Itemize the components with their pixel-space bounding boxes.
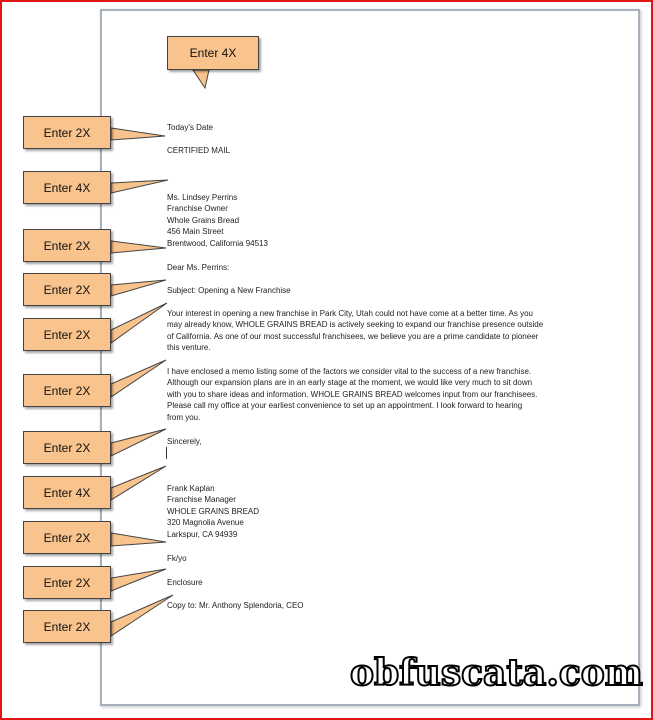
body-line: of California. As one of our most succes…: [167, 331, 539, 341]
copy-line: Copy to: Mr. Anthony Splendoria, CEO: [167, 601, 304, 610]
callout-7: Enter 2X: [23, 431, 111, 464]
callout-label: Enter 2X: [43, 238, 91, 253]
callout-1: Enter 2X: [23, 116, 111, 149]
callout-10: Enter 2X: [23, 566, 111, 599]
sender-line: Larkspur, CA 94939: [167, 529, 238, 539]
sender-line: Franchise Manager: [167, 495, 236, 505]
body-line: Although our expansion plans are in an e…: [167, 378, 533, 388]
watermark: obfuscata.com: [349, 651, 644, 695]
document-page: [100, 9, 640, 706]
callout-6: Enter 2X: [23, 374, 111, 407]
callout-5: Enter 2X: [23, 318, 111, 351]
body-paragraph-1: Your interest in opening a new franchise…: [167, 308, 543, 354]
callout-11: Enter 2X: [23, 610, 111, 643]
body-line: Please call my office at your earliest c…: [167, 401, 523, 411]
callout-8: Enter 4X: [23, 476, 111, 509]
callout-label: Enter 2X: [43, 125, 91, 140]
recipient-line: Brentwood, California 94513: [167, 238, 268, 248]
callout-label: Enter 2X: [43, 440, 91, 455]
body-line: Your interest in opening a new franchise…: [167, 309, 533, 318]
callout-label: Enter 2X: [43, 530, 91, 545]
enclosure-line: Enclosure: [167, 578, 203, 587]
callout-label: Enter 2X: [43, 282, 91, 297]
recipient-line: Ms. Lindsey Perrins: [167, 193, 238, 202]
body-line: this venture.: [167, 343, 211, 353]
body-line: I have enclosed a memo listing some of t…: [167, 367, 532, 376]
callout-top: Enter 4X: [167, 36, 259, 70]
text-cursor: [166, 447, 167, 459]
recipient-line: 456 Main Street: [167, 227, 224, 237]
body-line: may already know, WHOLE GRAINS BREAD is …: [167, 320, 544, 330]
callout-label: Enter 4X: [43, 180, 91, 195]
initials: Fk/yo: [167, 554, 187, 563]
salutation: Dear Ms. Perrins:: [167, 263, 230, 272]
callout-4: Enter 2X: [23, 273, 111, 306]
sender-line: 320 Magnolia Avenue: [167, 518, 244, 528]
sender-line: WHOLE GRAINS BREAD: [167, 506, 260, 516]
recipient-line: Whole Grains Bread: [167, 215, 240, 225]
callout-label: Enter 2X: [43, 575, 91, 590]
callout-9: Enter 2X: [23, 521, 111, 554]
callout-2: Enter 4X: [23, 171, 111, 204]
sender-block: Frank Kaplan Franchise Manager WHOLE GRA…: [167, 483, 259, 540]
date-line: Today's Date: [167, 123, 213, 132]
callout-label: Enter 2X: [43, 619, 91, 634]
callout-label: Enter 4X: [189, 46, 237, 60]
recipient-address: Ms. Lindsey Perrins Franchise Owner Whol…: [167, 192, 268, 249]
callout-3: Enter 2X: [23, 229, 111, 262]
recipient-line: Franchise Owner: [167, 204, 228, 214]
closing: Sincerely,: [167, 437, 202, 446]
callout-label: Enter 4X: [43, 485, 91, 500]
subject-line: Subject: Opening a New Franchise: [167, 286, 291, 295]
body-line: with you to share ideas and information.…: [167, 389, 538, 399]
callout-label: Enter 2X: [43, 327, 91, 342]
body-line: from you.: [167, 412, 201, 422]
mail-type: CERTIFIED MAIL: [167, 146, 230, 155]
body-paragraph-2: I have enclosed a memo listing some of t…: [167, 366, 537, 423]
callout-label: Enter 2X: [43, 383, 91, 398]
sender-line: Frank Kaplan: [167, 484, 215, 493]
